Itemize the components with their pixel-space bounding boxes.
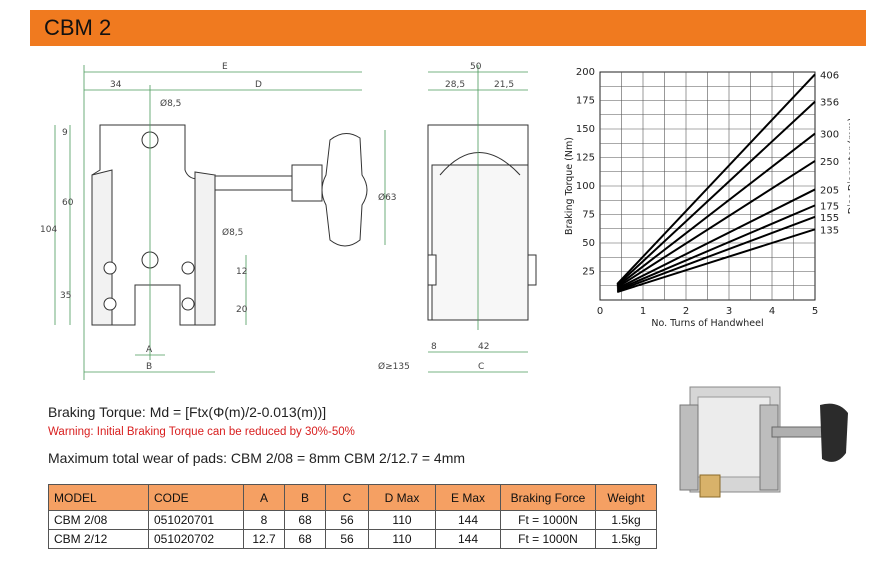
cell-c: 56 (325, 510, 369, 530)
cell-e-max: 144 (435, 529, 501, 549)
x-tick-label: 5 (812, 306, 818, 317)
y-tick-label: 175 (576, 96, 595, 107)
cell-braking-force: Ft = 1000N (500, 529, 596, 549)
dim-handwheel: Ø63 (378, 192, 397, 203)
series-label: 300 (820, 130, 839, 141)
cell-d-max: 110 (368, 510, 436, 530)
front-view (91, 124, 368, 326)
cell-c: 56 (325, 529, 369, 549)
dim-disc: Ø≥135 (378, 361, 410, 372)
col-d-max: D Max (368, 484, 436, 511)
dim-28-5: 28,5 (445, 80, 465, 90)
technical-drawing: E 34 D Ø8,5 9 60 104 Ø8,5 12 35 20 A B Ø… (40, 62, 537, 380)
table-row: CBM 2/12 051020702 12.7 68 56 110 144 Ft… (48, 529, 657, 549)
cell-code: 051020702 (148, 529, 244, 549)
dim-bore-top: Ø8,5 (160, 98, 181, 109)
series-line (616, 100, 816, 286)
side-view (427, 124, 537, 321)
cell-code: 051020701 (148, 510, 244, 530)
cell-d-max: 110 (368, 529, 436, 549)
col-code: CODE (148, 484, 244, 511)
series-line (616, 132, 816, 288)
cell-b: 68 (284, 529, 326, 549)
series-line (616, 188, 816, 290)
y-tick-label: 150 (576, 124, 595, 135)
series-label: 175 (820, 201, 839, 212)
x-tick-label: 1 (640, 306, 646, 317)
dim-21-5: 21,5 (494, 80, 514, 90)
dim-9: 9 (62, 128, 68, 138)
series-label: 135 (820, 225, 839, 236)
header-bar: CBM 2 (30, 10, 866, 46)
series-line (616, 204, 816, 291)
y-axis-title: Braking Torque (Nm) (564, 137, 575, 235)
dim-bore-bottom: Ø8,5 (222, 227, 243, 238)
y2-axis-title: Disc Diameter (mm) (847, 118, 850, 214)
x-tick-label: 2 (683, 306, 689, 317)
series-label: 250 (820, 157, 839, 168)
spec-table: MODEL CODE A B C D Max E Max Braking For… (48, 484, 657, 549)
y-tick-label: 75 (582, 210, 595, 221)
cell-model: CBM 2/12 (48, 529, 149, 549)
dim-104: 104 (40, 225, 57, 235)
x-tick-label: 0 (597, 306, 603, 317)
series-label: 155 (820, 213, 839, 224)
y-tick-label: 50 (582, 238, 595, 249)
product-image (679, 386, 848, 498)
y-tick-label: 25 (582, 267, 595, 278)
dim-20: 20 (236, 305, 248, 315)
col-e-max: E Max (435, 484, 501, 511)
cell-weight: 1.5kg (595, 510, 657, 530)
series-line (616, 160, 816, 289)
col-model: MODEL (48, 484, 149, 511)
dim-34: 34 (110, 80, 122, 90)
col-a: A (243, 484, 285, 511)
col-b: B (284, 484, 326, 511)
y-tick-label: 100 (576, 181, 595, 192)
table-header-row: MODEL CODE A B C D Max E Max Braking For… (48, 484, 657, 511)
series-label: 406 (820, 70, 839, 81)
cell-a: 12.7 (243, 529, 285, 549)
dim-42: 42 (478, 342, 489, 352)
cell-braking-force: Ft = 1000N (500, 510, 596, 530)
x-axis-title: No. Turns of Handwheel (651, 318, 763, 329)
dim-e: E (222, 62, 228, 72)
x-tick-label: 3 (726, 306, 732, 317)
cell-e-max: 144 (435, 510, 501, 530)
y-tick-label: 125 (576, 153, 595, 164)
series-label: 356 (820, 98, 839, 109)
series-label: 205 (820, 185, 839, 196)
torque-chart: 25 50 75 100 125 150 175 200 0 1 2 3 4 5No. Turns of … (564, 67, 850, 329)
pad-wear-note: Maximum total wear of pads: CBM 2/08 = 8… (48, 450, 466, 466)
braking-torque-formula: Braking Torque: Md = [Ftx(Φ(m)/2-0.013(m… (48, 404, 327, 420)
dim-d: D (255, 80, 262, 90)
dim-12: 12 (236, 267, 247, 277)
series-line (616, 228, 816, 293)
dim-a: A (146, 345, 153, 355)
cell-a: 8 (243, 510, 285, 530)
x-tick-label: 4 (769, 306, 775, 317)
cell-weight: 1.5kg (595, 529, 657, 549)
series-line (616, 73, 816, 285)
col-braking-force: Braking Force (500, 484, 596, 511)
page-title: CBM 2 (44, 15, 112, 40)
dim-c: C (478, 362, 484, 372)
dim-60: 60 (62, 198, 74, 208)
dim-50: 50 (470, 62, 482, 72)
y-tick-label: 200 (576, 67, 595, 78)
col-c: C (325, 484, 369, 511)
cell-b: 68 (284, 510, 326, 530)
series-line (616, 215, 816, 292)
col-weight: Weight (595, 484, 657, 511)
torque-warning: Warning: Initial Braking Torque can be r… (48, 426, 355, 438)
dim-8: 8 (431, 342, 437, 352)
dim-35: 35 (60, 291, 71, 301)
dim-b: B (146, 362, 152, 372)
table-row: CBM 2/08 051020701 8 68 56 110 144 Ft = … (48, 510, 657, 530)
cell-model: CBM 2/08 (48, 510, 149, 530)
